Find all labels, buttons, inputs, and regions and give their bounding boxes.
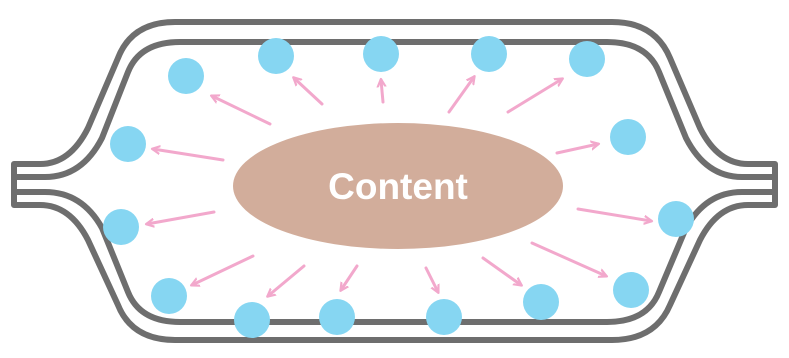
arrow (212, 96, 270, 124)
arrow (294, 78, 322, 104)
particle (523, 284, 559, 320)
arrow (578, 209, 651, 221)
particle (168, 58, 204, 94)
arrow (508, 79, 562, 112)
arrow (449, 77, 474, 112)
arrow (147, 212, 214, 224)
particle (610, 119, 646, 155)
content-label: Content (328, 166, 468, 207)
particle (363, 36, 399, 72)
particle (319, 299, 355, 335)
arrow (381, 80, 383, 102)
particle (234, 302, 270, 338)
arrow (426, 268, 438, 292)
particle (103, 209, 139, 245)
arrow (153, 149, 223, 160)
arrow (483, 258, 521, 285)
arrow (532, 243, 606, 276)
particle (471, 36, 507, 72)
particle (151, 278, 187, 314)
arrow (268, 266, 304, 296)
particle (613, 272, 649, 308)
particle (258, 38, 294, 74)
arrow (341, 266, 357, 290)
particle (426, 299, 462, 335)
arrow (557, 144, 598, 153)
particle (658, 201, 694, 237)
arrow (192, 256, 253, 285)
particle (110, 126, 146, 162)
particle (569, 41, 605, 77)
